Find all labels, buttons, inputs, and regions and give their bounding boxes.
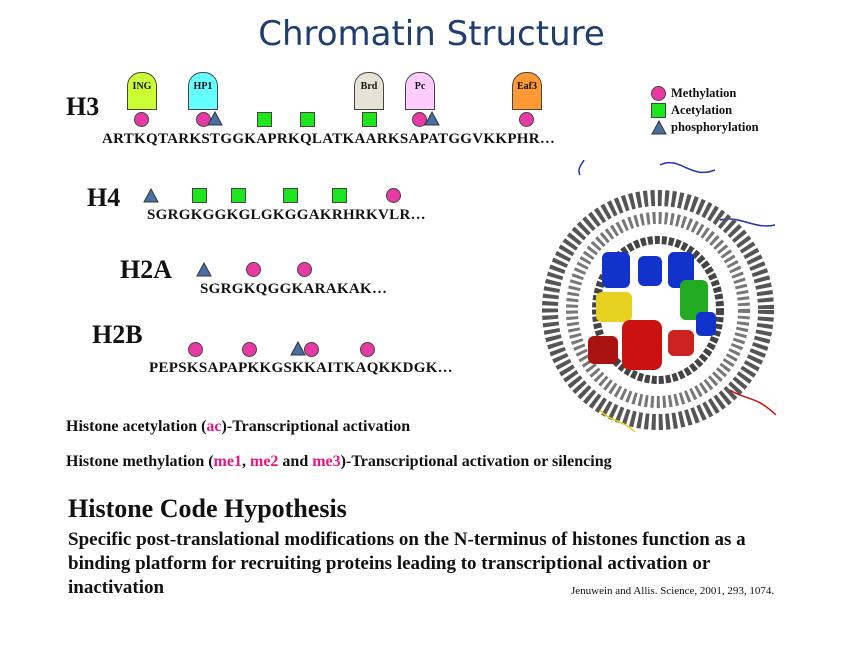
methylation-sep: , (241, 453, 250, 470)
histone-sequence-h4: SGRGKGGKGLGKGGAKRHRKVLR… (147, 207, 426, 223)
acetylation-mark (300, 112, 315, 127)
legend-label-acetylation: Acetylation (671, 103, 733, 117)
histone-sequence-h3: ARTKQTARKSTGGKAPRKQLATKAARKSAPATGGVKKPHR… (102, 131, 556, 147)
acetylation-prefix: Histone acetylation ( (66, 418, 207, 435)
methylation-mark (360, 342, 375, 357)
methylation-and: and (278, 453, 313, 470)
phosphorylation-mark (207, 111, 223, 126)
hypothesis-body: Specific post-translational modification… (68, 529, 746, 598)
me2-label: me2 (249, 453, 279, 470)
histone-sequence-h2b: PEPSKSAPAPKKGSKKAITKAQKKDGK… (149, 360, 453, 376)
phosphorylation-mark (196, 262, 212, 277)
acetylation-suffix: )-Transcriptional activation (221, 418, 411, 435)
methylation-mark (246, 262, 261, 277)
legend-label-phosphorylation: phosphorylation (671, 120, 759, 134)
hypothesis-title: Histone Code Hypothesis (68, 494, 347, 523)
me1-label: me1 (213, 453, 242, 470)
me3-label: me3 (312, 453, 341, 470)
phosphorylation-legend-icon (651, 120, 667, 135)
methylation-statement: Histone methylation (me1, me2 and me3)-T… (66, 453, 612, 471)
methylation-mark (242, 342, 257, 357)
histone-label-h4: H4 (87, 183, 121, 212)
acetylation-mark (192, 188, 207, 203)
phosphorylation-mark (143, 188, 159, 203)
citation: Jenuwein and Allis. Science, 2001, 293, … (571, 585, 775, 597)
histone-label-h2b: H2B (92, 320, 143, 349)
acetylation-mark (332, 188, 347, 203)
histone-label-h3: H3 (66, 92, 100, 121)
methylation-mark (297, 262, 312, 277)
reader-ing: ING (127, 72, 157, 110)
histone-sequence-h2a: SGRGKQGGKARAKAK… (200, 281, 388, 297)
phosphorylation-mark (424, 111, 440, 126)
histone-label-h2a: H2A (120, 255, 172, 284)
nucleosome-structure-image (542, 160, 777, 433)
methylation-prefix: Histone methylation ( (66, 453, 214, 470)
reader-brd: Brd (354, 72, 384, 110)
acetylation-mark (231, 188, 246, 203)
acetylation-mark (362, 112, 377, 127)
reader-eaf3: Eaf3 (512, 72, 542, 110)
methylation-legend-icon (651, 86, 666, 101)
methylation-mark (519, 112, 534, 127)
acetylation-mark (283, 188, 298, 203)
methylation-mark (188, 342, 203, 357)
legend-label-methylation: Methylation (671, 86, 737, 100)
slide-title: Chromatin Structure (258, 14, 605, 54)
acetylation-mark (257, 112, 272, 127)
reader-pc: Pc (405, 72, 435, 110)
acetylation-legend-icon (651, 103, 666, 118)
ac-label: ac (206, 418, 222, 435)
methylation-mark (304, 342, 319, 357)
methylation-mark (412, 112, 427, 127)
methylation-mark (386, 188, 401, 203)
phosphorylation-mark (290, 341, 306, 356)
methylation-suffix: )-Transcriptional activation or silencin… (340, 453, 612, 470)
reader-hp1: HP1 (188, 72, 218, 110)
methylation-mark (134, 112, 149, 127)
acetylation-statement: Histone acetylation (ac)-Transcriptional… (66, 418, 410, 436)
